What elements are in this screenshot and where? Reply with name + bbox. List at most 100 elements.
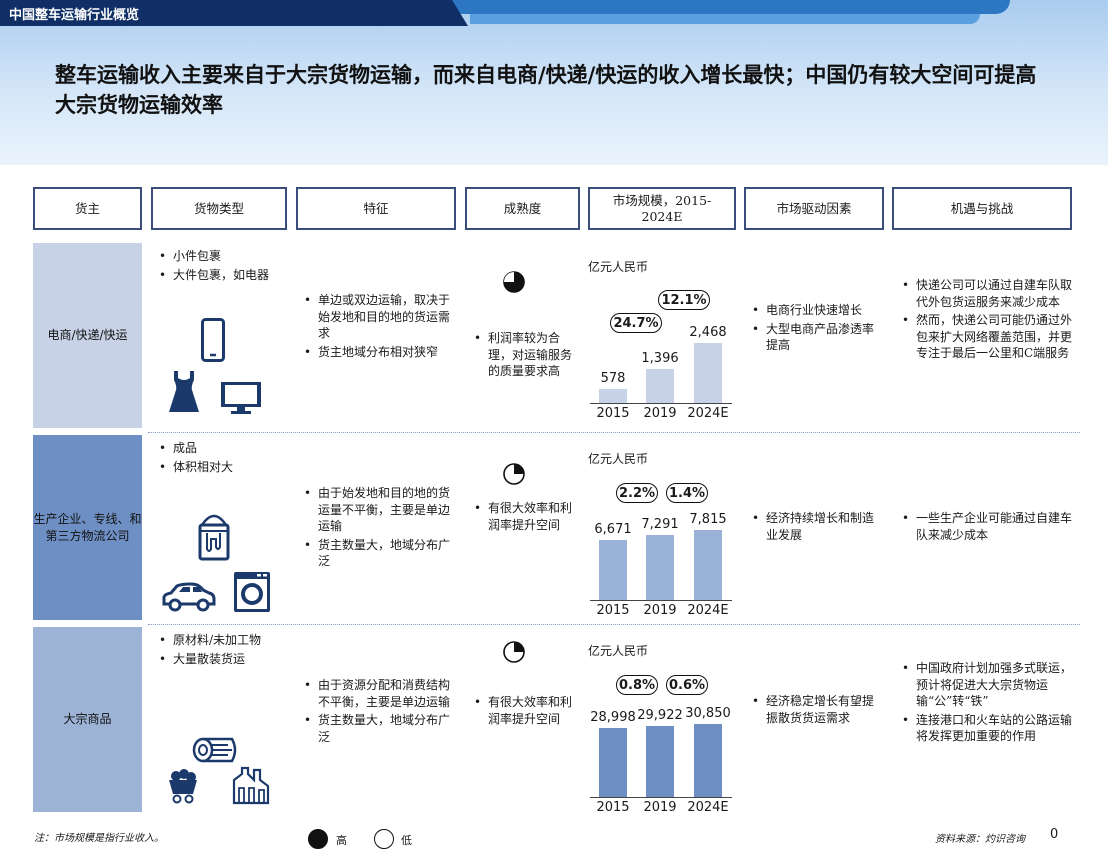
header-opportunities: 机遇与挑战: [892, 187, 1072, 230]
maturity-list: 有很大效率和利润率提升空间: [472, 694, 577, 729]
chart-value-label: 2,468: [689, 325, 727, 340]
maturity-list: 有很大效率和利润率提升空间: [472, 500, 577, 535]
section-tab: 中国整车运输行业概览: [0, 0, 468, 26]
goods-item: 大量散装货运: [159, 651, 287, 668]
chart-x-tick: 2019: [643, 406, 677, 421]
chart-bar: [646, 726, 674, 797]
goods-list: 小件包裹大件包裹，如电器: [157, 248, 287, 285]
chart-x-tick: 2024E: [687, 406, 729, 421]
factory-icon: [232, 766, 270, 805]
chart-axis-line: [590, 797, 732, 798]
chart-value-label: 28,998: [590, 710, 636, 726]
opportunity-item: 一些生产企业可能通过自建车队来减少成本: [902, 510, 1072, 543]
maturity-item: 有很大效率和利润率提升空间: [474, 500, 577, 533]
header-market-size: 市场规模，2015-2024E: [588, 187, 736, 230]
feature-item: 货主地域分布相对狭窄: [304, 344, 452, 361]
driver-item: 经济持续增长和制造业发展: [752, 510, 880, 543]
chart-axis-line: [590, 600, 732, 601]
header-owner: 货主: [33, 187, 142, 230]
chart-value-label: 7,815: [689, 512, 727, 527]
driver-item: 大型电商产品渗透率提高: [752, 321, 880, 354]
driver-list: 电商行业快速增长大型电商产品渗透率提高: [750, 302, 880, 356]
monitor-icon: [221, 382, 261, 414]
banner-stripe: [440, 0, 1010, 14]
header-banner: [0, 0, 1108, 165]
opportunity-item: 快递公司可以通过自建车队取代外包货运服务来减少成本: [902, 277, 1072, 310]
opportunity-list: 中国政府计划加强多式联运，预计将促进大大宗货物运输“公”转“铁”连接港口和火车站…: [900, 660, 1072, 747]
chart-value-label: 30,850: [685, 706, 731, 721]
chart-bar: [599, 728, 627, 797]
maturity-item: 利润率较为合理，对运输服务的质量要求高: [474, 330, 577, 380]
chart-value-label: 1,396: [641, 351, 679, 367]
logs-icon: [192, 737, 237, 763]
page-title: 整车运输收入主要来自于大宗货物运输，而来自电商/快递/快运的收入增长最快；中国仍…: [55, 62, 1037, 117]
chart-x-tick: 2024E: [687, 603, 729, 618]
market-size-chart: 亿元人民币 6,671 2015 7,291 2019 7,815 2024E 2.2% 1.4…: [588, 450, 738, 620]
washing-machine-icon: [234, 572, 270, 612]
chart-x-tick: 2015: [596, 603, 630, 618]
feature-item: 单边或双边运输，取决于始发地和目的地的货运需求: [304, 292, 452, 342]
chart-x-tick: 2015: [596, 800, 630, 815]
market-size-chart: 亿元人民币 28,998 2015 29,922 2019 30,850 2024E 0.8%…: [588, 642, 738, 817]
legend-high-dot: [308, 829, 328, 849]
goods-list: 原材料/未加工物大量散装货运: [157, 632, 287, 669]
opportunity-list: 一些生产企业可能通过自建车队来减少成本: [900, 510, 1072, 545]
chart-bar: [694, 343, 722, 403]
legend-low-dot: [374, 829, 394, 849]
chart-unit-label: 亿元人民币: [588, 452, 649, 466]
row-label-ecommerce: 电商/快递/快运: [33, 243, 142, 428]
driver-list: 经济稳定增长有望提振散货货运需求: [750, 693, 880, 728]
goods-item: 成品: [159, 440, 287, 457]
opportunity-list: 快递公司可以通过自建车队取代外包货运服务来减少成本然而，快递公司可能仍通过外包来…: [900, 277, 1072, 364]
chart-cagr-label: 12.1%: [658, 290, 710, 310]
chart-cagr-label: 0.6%: [666, 675, 708, 695]
chart-cagr-label: 24.7%: [610, 313, 662, 333]
header-drivers: 市场驱动因素: [744, 187, 884, 230]
feature-list: 由于资源分配和消费结构不平衡，主要是单边运输货主数量大，地域分布广泛: [302, 677, 452, 747]
dress-icon: [169, 371, 199, 412]
chart-x-tick: 2015: [596, 406, 630, 421]
banner-stripe-secondary: [470, 14, 980, 24]
opportunity-item: 然而，快递公司可能仍通过外包来扩大网络覆盖范围，并更专注于最后一公里和C端服务: [902, 312, 1072, 362]
row-label-bulk: 大宗商品: [33, 627, 142, 812]
header-features: 特征: [296, 187, 456, 230]
opportunity-item: 连接港口和火车站的公路运输将发挥更加重要的作用: [902, 712, 1072, 745]
feature-list: 由于始发地和目的地的货运量不平衡，主要是单边运输货主数量大，地域分布广泛: [302, 485, 452, 572]
opportunity-item: 中国政府计划加强多式联运，预计将促进大大宗货物运输“公”转“铁”: [902, 660, 1072, 710]
goods-item: 原材料/未加工物: [159, 632, 287, 649]
feature-item: 由于资源分配和消费结构不平衡，主要是单边运输: [304, 677, 452, 710]
row-separator: [148, 624, 1080, 625]
goods-item: 体积相对大: [159, 459, 287, 476]
chart-unit-label: 亿元人民币: [588, 260, 649, 274]
header-goods-type: 货物类型: [151, 187, 287, 230]
feature-item: 由于始发地和目的地的货运量不平衡，主要是单边运输: [304, 485, 452, 535]
chart-bar: [646, 369, 674, 403]
chart-cagr-label: 1.4%: [666, 483, 708, 503]
legend-high-label: 高: [336, 834, 347, 847]
maturity-harvey-ball: [503, 271, 525, 293]
driver-list: 经济持续增长和制造业发展: [750, 510, 880, 545]
chart-bar: [599, 388, 627, 403]
page-number: 0: [1050, 827, 1059, 842]
maturity-harvey-ball: [503, 463, 525, 485]
car-icon: [162, 582, 216, 612]
chart-x-tick: 2019: [643, 603, 677, 618]
footnote: 注：市场规模是指行业收入。: [34, 833, 164, 844]
header-maturity: 成熟度: [465, 187, 580, 230]
chart-unit-label: 亿元人民币: [588, 644, 649, 658]
chart-value-label: 6,671: [594, 522, 632, 538]
maturity-harvey-ball: [503, 641, 525, 663]
chart-x-tick: 2019: [643, 800, 677, 815]
chart-bar: [694, 530, 722, 600]
chart-value-label: 7,291: [641, 516, 679, 532]
row-separator: [148, 432, 1080, 433]
chart-bar: [694, 724, 722, 797]
chart-cagr-label: 0.8%: [616, 675, 658, 695]
feature-item: 货主数量大，地域分布广泛: [304, 537, 452, 570]
chart-cagr-label: 2.2%: [616, 483, 658, 503]
row-label-manufacturers: 生产企业、专线、和第三方物流公司: [33, 435, 142, 620]
chart-x-tick: 2024E: [687, 800, 729, 815]
section-title: 中国整车运输行业概览: [9, 8, 140, 23]
chart-axis-line: [590, 403, 732, 404]
chart-value-label: 29,922: [637, 708, 683, 724]
